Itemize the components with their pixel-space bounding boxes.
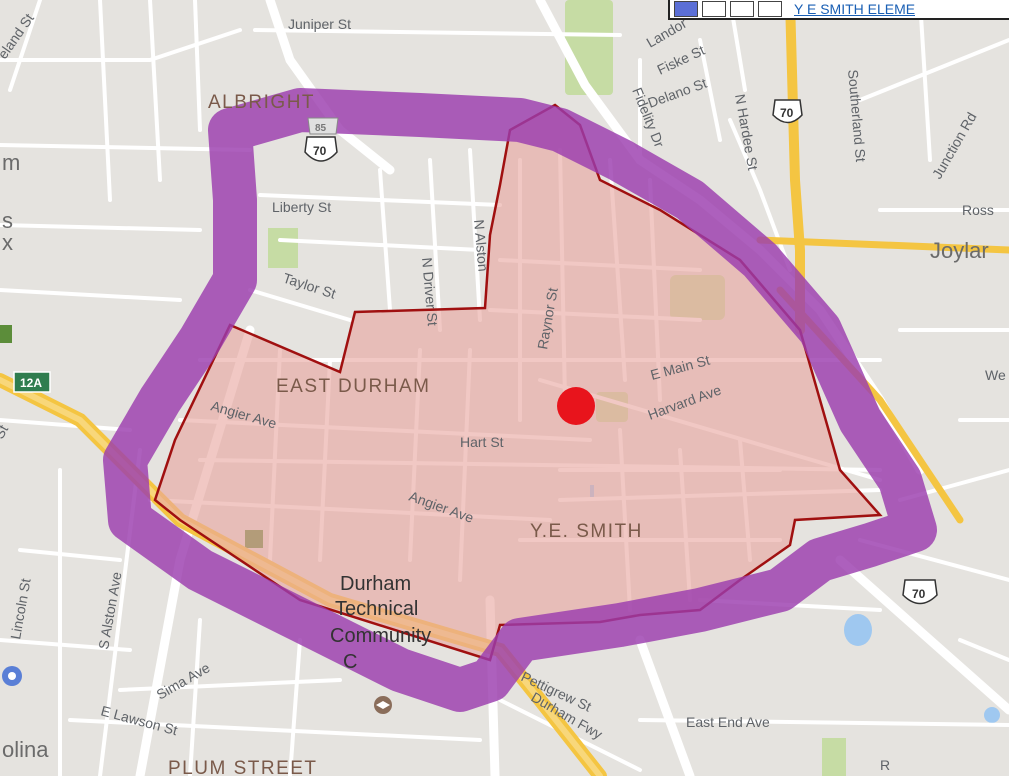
svg-text:12A: 12A xyxy=(20,376,42,390)
label-durham-tech-2: Technical xyxy=(335,598,418,620)
svg-text:85: 85 xyxy=(315,123,327,134)
label-east-durham: EAST DURHAM xyxy=(276,376,430,397)
label-left-st: St xyxy=(0,422,11,442)
label-left-m: m xyxy=(2,150,20,175)
hand-drawn-boundary xyxy=(103,88,937,712)
nc12a-shield: 12A xyxy=(13,371,51,393)
label-liberty: Liberty St xyxy=(272,199,331,215)
toolbar-button-3[interactable] xyxy=(730,1,754,17)
us70-shield-b: 70 xyxy=(772,99,803,124)
svg-text:70: 70 xyxy=(780,106,794,120)
water xyxy=(590,485,1000,723)
us70-shield-a: 70 xyxy=(304,136,338,162)
label-carolina: olina xyxy=(2,737,49,762)
svg-text:70: 70 xyxy=(313,144,327,158)
label-n-alston-mid: N Alston xyxy=(471,219,491,272)
label-hart: Hart St xyxy=(460,434,504,450)
label-ye-smith: Y.E. SMITH xyxy=(530,521,643,542)
school-icon[interactable] xyxy=(374,696,392,714)
label-durham-tech-1: Durham xyxy=(340,573,411,595)
school-link[interactable]: Y E SMITH ELEME xyxy=(794,1,916,17)
label-east-end: East End Ave xyxy=(686,714,770,730)
label-durham-tech-4: C xyxy=(343,651,357,673)
location-marker-icon[interactable] xyxy=(557,387,595,425)
label-juniper: Juniper St xyxy=(288,16,351,32)
info-icon[interactable] xyxy=(2,666,22,686)
toolbar: Y E SMITH ELEME xyxy=(668,0,1009,20)
label-right-r: R xyxy=(880,757,890,773)
toolbar-button-1[interactable] xyxy=(674,1,698,17)
label-ross: Ross xyxy=(962,202,994,218)
label-we: We xyxy=(985,367,1006,383)
label-durham-tech-3: Community xyxy=(330,625,431,647)
label-n-driver: N Driver St xyxy=(419,257,441,327)
i85-shield: 85 xyxy=(307,117,339,135)
svg-text:70: 70 xyxy=(912,587,926,601)
label-joyland: Joylar xyxy=(930,238,989,263)
label-plum: PLUM STREET xyxy=(168,758,318,776)
toolbar-button-4[interactable] xyxy=(758,1,782,17)
label-left-x: x xyxy=(2,230,13,255)
label-left-s: s xyxy=(2,208,13,233)
us70-shield-c: 70 xyxy=(902,579,938,605)
toolbar-button-2[interactable] xyxy=(702,1,726,17)
label-albright: ALBRIGHT xyxy=(208,92,315,113)
